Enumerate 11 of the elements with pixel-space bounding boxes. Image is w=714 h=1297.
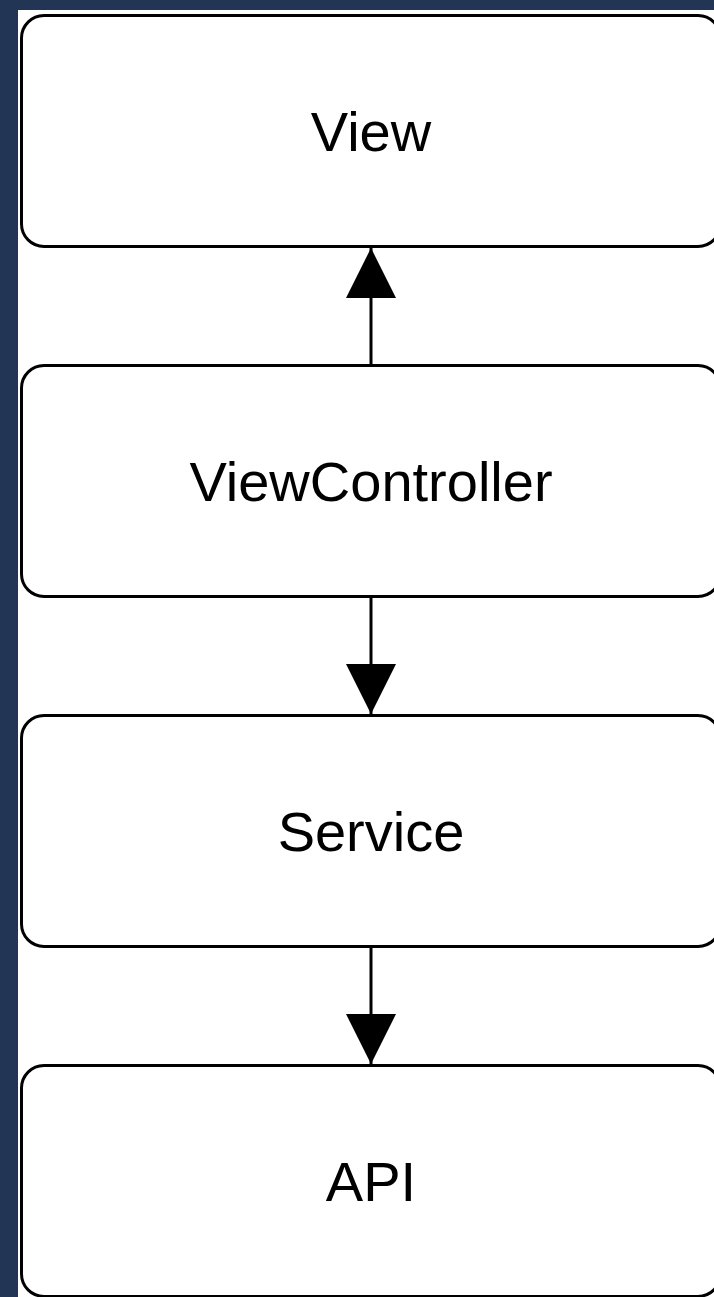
process-box <box>20 1064 714 1297</box>
process-box <box>20 714 714 948</box>
box-label: API <box>325 1148 417 1214</box>
box-label: ViewController <box>189 448 553 514</box>
process-box <box>20 14 714 248</box>
arrow <box>346 598 396 714</box>
box-label: View <box>310 98 432 164</box>
process-box <box>20 364 714 598</box>
arrow <box>346 948 396 1064</box>
arrow <box>346 248 396 364</box>
box-label: Service <box>277 798 465 864</box>
